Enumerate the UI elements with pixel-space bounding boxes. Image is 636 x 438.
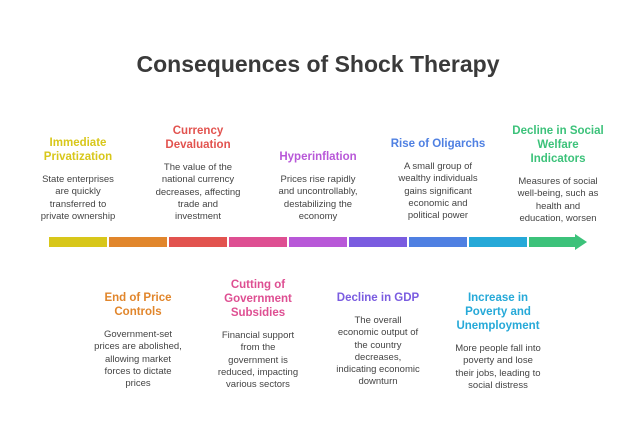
item-heading: Immediate Privatization [43, 137, 113, 163]
timeline-segment [409, 237, 467, 247]
item-description: More people fall into poverty and lose t… [455, 343, 541, 391]
item-heading: Decline in GDP [336, 292, 420, 304]
timeline-segment [229, 237, 287, 247]
timeline-arrow-segment [529, 234, 587, 250]
timeline-segment [289, 237, 347, 247]
item-description: Measures of social well-being, such as h… [517, 176, 599, 224]
timeline-segment [49, 237, 107, 247]
item-description: A small group of wealthy individuals gai… [398, 161, 478, 222]
item-description: The overall economic output of the count… [336, 315, 420, 388]
timeline-item: Rise of Oligarchs A small group of wealth… [383, 137, 493, 222]
item-description: State enterprises are quickly transferre… [40, 174, 116, 222]
timeline-segment [169, 237, 227, 247]
item-heading: Hyperinflation [279, 151, 357, 163]
timeline-segment [349, 237, 407, 247]
timeline-segment [109, 237, 167, 247]
timeline-item: Decline in GDP The overall economic outpu… [323, 291, 433, 389]
timeline-segment [469, 237, 527, 247]
item-description: Prices rise rapidly and uncontrollably, … [278, 174, 358, 222]
item-description: Financial support from the government is… [217, 330, 299, 391]
item-heading: Currency Devaluation [165, 125, 231, 151]
item-heading: End of Price Controls [104, 292, 172, 318]
diagram-title: Consequences of Shock Therapy [136, 51, 500, 77]
item-heading: Increase in Poverty and Unemployment [456, 292, 540, 332]
item-description: The value of the national currency decre… [155, 162, 241, 223]
item-heading: Rise of Oligarchs [390, 138, 486, 150]
item-description: Government-set prices are abolished, all… [94, 329, 182, 390]
item-heading: Cutting of Government Subsidies [224, 279, 292, 319]
item-heading: Decline in Social Welfare Indicators [512, 125, 604, 165]
